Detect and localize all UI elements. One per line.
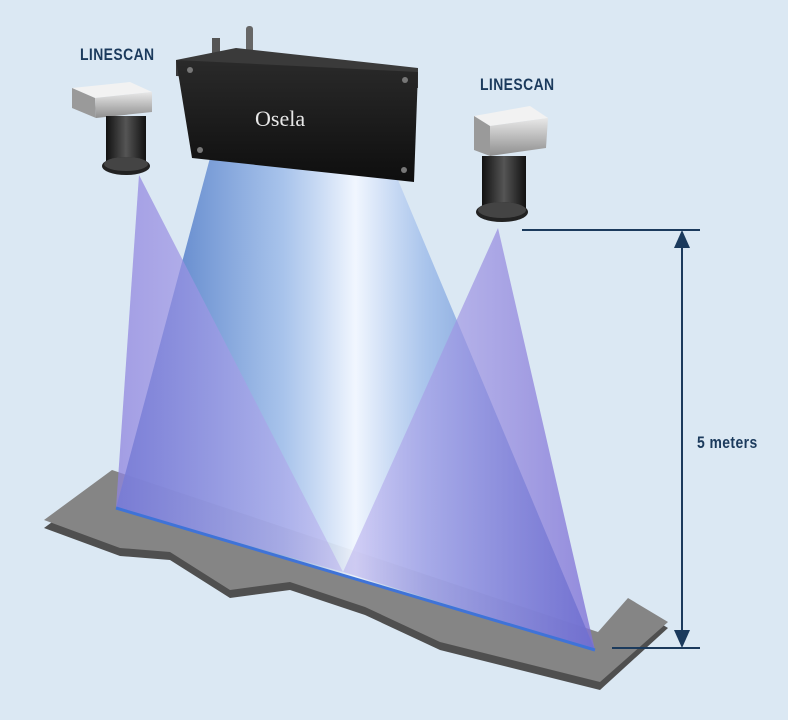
laser-projector: Osela <box>176 26 418 182</box>
linescan-camera-left <box>72 82 152 175</box>
laser-line <box>115 506 596 652</box>
right-camera-label: LINESCAN <box>480 75 555 94</box>
dimension-arrow <box>522 229 700 649</box>
linescan-camera-right <box>474 106 548 222</box>
brand-logo: Osela <box>255 106 305 131</box>
left-camera-label: LINESCAN <box>80 45 155 64</box>
distance-label: 5 meters <box>697 433 758 452</box>
left-camera-field <box>116 175 343 572</box>
right-camera-field <box>343 228 595 650</box>
